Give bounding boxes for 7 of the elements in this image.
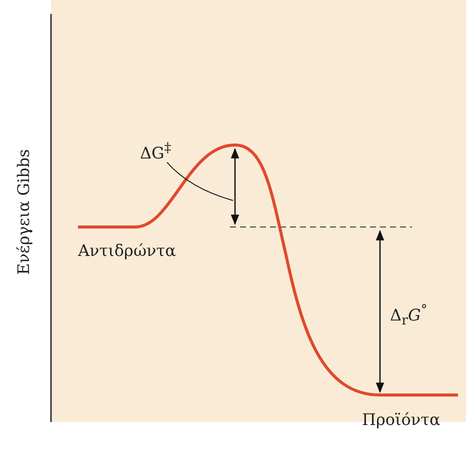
energy-label: Δ$_{r}$G$^{°}$ bbox=[390, 304, 428, 328]
state-label: Αντιδρώντα bbox=[78, 243, 176, 259]
leader-line bbox=[166, 162, 234, 201]
state-label: Προϊόντα bbox=[362, 412, 440, 428]
energy-label: ΔG$^{‡}$ bbox=[140, 142, 172, 162]
axis-title: Ενέργεια Gibbs bbox=[16, 149, 32, 275]
dimension-arrow bbox=[230, 148, 240, 226]
